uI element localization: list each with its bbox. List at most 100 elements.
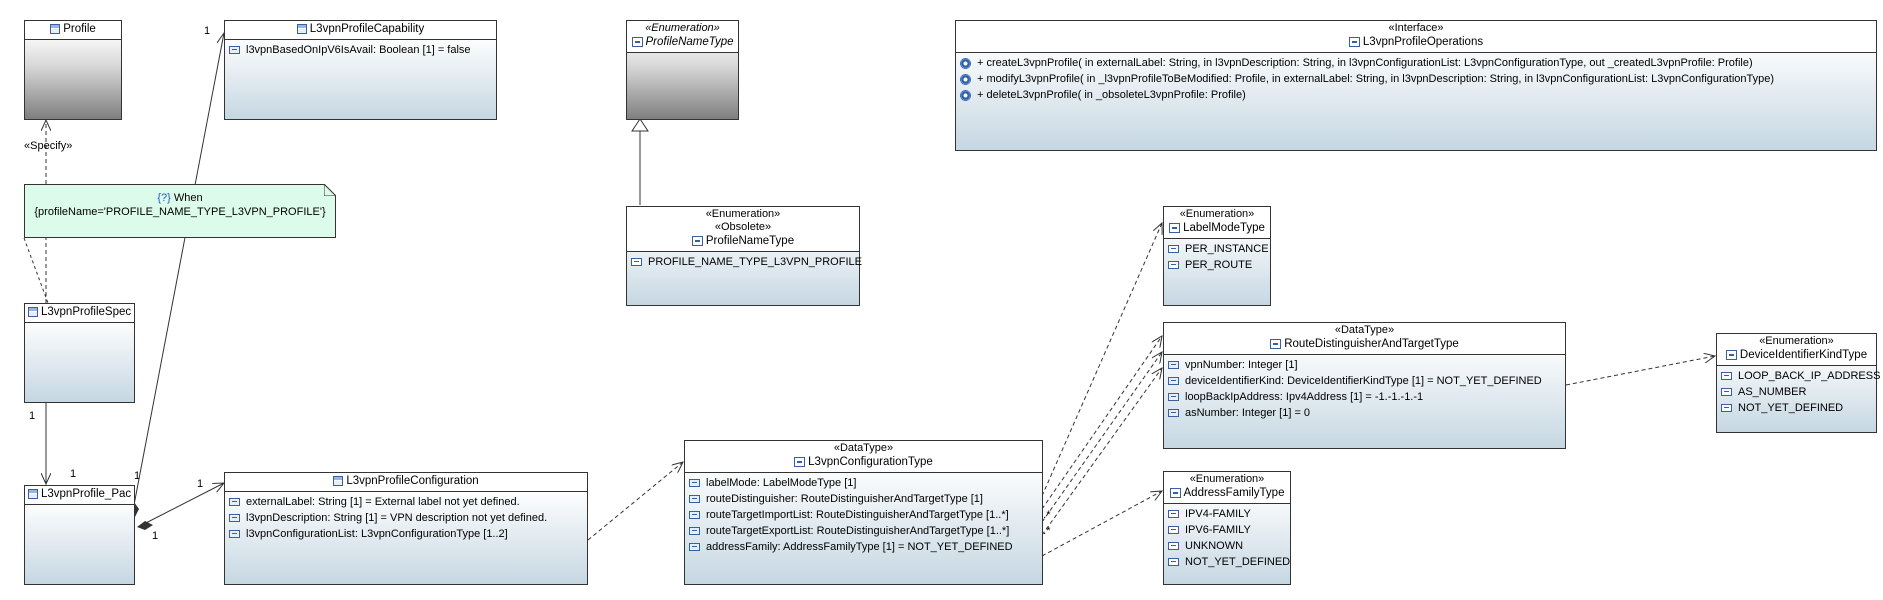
- stereotype: «Enumeration»: [1189, 473, 1265, 485]
- class-l3vpn-profile-configuration[interactable]: L3vpnProfileConfiguration externalLabel:…: [224, 472, 588, 585]
- multiplicity-pac-up: 1: [134, 470, 141, 482]
- attribute-compartment: externalLabel: String [1] = External lab…: [225, 492, 587, 544]
- operation-row[interactable]: + deleteL3vpnProfile( in _obsoleteL3vpnP…: [960, 87, 1872, 103]
- enumeration-icon: [691, 236, 703, 246]
- enum-label-mode-type[interactable]: «Enumeration» LabelModeType PER_INSTANCE…: [1163, 206, 1271, 306]
- attribute-icon: [689, 527, 700, 535]
- literal-compartment: PROFILE_NAME_TYPE_L3VPN_PROFILE: [627, 252, 862, 272]
- dep-configtype-rd-2: [1041, 352, 1162, 523]
- multiplicity-configuration: 1: [197, 478, 204, 490]
- class-header: «Enumeration» ProfileNameType: [627, 21, 738, 53]
- attribute-row[interactable]: loopBackIpAddress: Ipv4Address [1] = -1.…: [1168, 389, 1561, 405]
- literal-compartment: IPV4-FAMILY IPV6-FAMILY UNKNOWN NOT_YET_…: [1164, 504, 1290, 572]
- class-profile[interactable]: Profile: [24, 20, 122, 120]
- literal-row[interactable]: AS_NUMBER: [1721, 384, 1872, 400]
- enum-device-identifier-kind-type[interactable]: «Enumeration» DeviceIdentifierKindType L…: [1716, 333, 1880, 433]
- literal-icon: [631, 258, 642, 266]
- specify-label: «Specify»: [24, 140, 73, 152]
- attribute-compartment: vpnNumber: Integer [1] deviceIdentifierK…: [1164, 355, 1565, 423]
- class-name: Profile: [63, 23, 96, 35]
- constraint-note[interactable]: {?} When {profileName='PROFILE_NAME_TYPE…: [24, 184, 336, 238]
- attribute-icon: [229, 498, 240, 506]
- class-header: «DataType» RouteDistinguisherAndTargetTy…: [1164, 323, 1565, 355]
- attribute-row[interactable]: routeTargetExportList: RouteDistinguishe…: [689, 523, 1038, 539]
- datatype-l3vpn-configuration-type[interactable]: «DataType» L3vpnConfigurationType labelM…: [684, 440, 1043, 585]
- multiplicity-spec: 1: [29, 410, 36, 422]
- class-name: ProfileNameType: [705, 235, 795, 247]
- class-header: «Enumeration» DeviceIdentifierKindType: [1717, 334, 1876, 366]
- attribute-row[interactable]: l3vpnDescription: String [1] = VPN descr…: [229, 510, 583, 526]
- class-header: «Enumeration» «Obsolete» ProfileNameType: [627, 207, 859, 252]
- class-name: RouteDistinguisherAndTargetType: [1284, 338, 1459, 350]
- class-icon: [28, 489, 38, 499]
- stereotype: «Enumeration»: [1759, 335, 1834, 347]
- literal-row[interactable]: LOOP_BACK_IP_ADDRESS: [1721, 368, 1880, 384]
- enum-profile-name-type-obsolete[interactable]: «Enumeration» «Obsolete» ProfileNameType…: [626, 206, 862, 306]
- interface-icon: [1348, 37, 1360, 47]
- literal-row[interactable]: IPV6-FAMILY: [1168, 522, 1286, 538]
- literal-icon: [1721, 388, 1732, 396]
- attribute-row[interactable]: l3vpnBasedOnIpV6IsAvail: Boolean [1] = f…: [229, 42, 492, 58]
- attribute-row[interactable]: vpnNumber: Integer [1]: [1168, 357, 1561, 373]
- class-name: AddressFamilyType: [1183, 487, 1285, 499]
- class-header: L3vpnProfileSpec: [25, 304, 134, 323]
- class-header: «Enumeration» AddressFamilyType: [1164, 472, 1290, 504]
- dep-configtype-rd-3: [1041, 368, 1162, 536]
- class-name: L3vpnProfileCapability: [309, 23, 425, 35]
- dep-config-configtype: [587, 462, 683, 541]
- class-l3vpn-profile-capability[interactable]: L3vpnProfileCapability l3vpnBasedOnIpV6I…: [224, 20, 497, 120]
- class-name: L3vpnConfigurationType: [808, 456, 933, 468]
- class-name: L3vpnProfileSpec: [41, 306, 132, 318]
- attribute-compartment: labelMode: LabelModeType [1] routeDistin…: [685, 473, 1042, 557]
- literal-row[interactable]: PROFILE_NAME_TYPE_L3VPN_PROFILE: [631, 254, 862, 270]
- class-header: Profile: [25, 21, 121, 40]
- enum-profile-name-type-abstract[interactable]: «Enumeration» ProfileNameType: [626, 20, 739, 120]
- literal-row[interactable]: PER_INSTANCE: [1168, 241, 1269, 257]
- class-name: L3vpnProfileConfiguration: [346, 475, 479, 487]
- literal-row[interactable]: UNKNOWN: [1168, 538, 1286, 554]
- class-header: «Interface» L3vpnProfileOperations: [956, 21, 1876, 53]
- attribute-row[interactable]: addressFamily: AddressFamilyType [1] = N…: [689, 539, 1038, 555]
- enumeration-icon: [631, 37, 643, 47]
- stereotype-obsolete: «Obsolete»: [714, 221, 772, 233]
- literal-icon: [1168, 245, 1179, 253]
- literal-icon: [1168, 510, 1179, 518]
- class-header: L3vpnProfile_Pac: [25, 486, 134, 505]
- dep-rd-deviceid: [1565, 356, 1715, 386]
- enum-address-family-type[interactable]: «Enumeration» AddressFamilyType IPV4-FAM…: [1163, 471, 1291, 585]
- attribute-row[interactable]: routeDistinguisher: RouteDistinguisherAn…: [689, 491, 1038, 507]
- operation-icon: [960, 73, 971, 85]
- class-name: ProfileNameType: [645, 36, 734, 48]
- attribute-icon: [689, 511, 700, 519]
- attribute-icon: [1168, 361, 1179, 369]
- class-icon: [28, 307, 38, 317]
- literal-icon: [1168, 261, 1179, 269]
- literal-icon: [1168, 542, 1179, 550]
- attribute-row[interactable]: l3vpnConfigurationList: L3vpnConfigurati…: [229, 526, 583, 542]
- datatype-route-distinguisher-and-target-type[interactable]: «DataType» RouteDistinguisherAndTargetTy…: [1163, 322, 1566, 449]
- note-title: When: [173, 192, 203, 204]
- literal-row[interactable]: NOT_YET_DEFINED: [1721, 400, 1872, 416]
- attribute-icon: [689, 479, 700, 487]
- literal-compartment: LOOP_BACK_IP_ADDRESS AS_NUMBER NOT_YET_D…: [1717, 366, 1880, 418]
- class-header: «Enumeration» LabelModeType: [1164, 207, 1270, 239]
- attribute-row[interactable]: asNumber: Integer [1] = 0: [1168, 405, 1561, 421]
- attribute-row[interactable]: routeTargetImportList: RouteDistinguishe…: [689, 507, 1038, 523]
- operation-icon: [960, 89, 971, 101]
- attribute-row[interactable]: deviceIdentifierKind: DeviceIdentifierKi…: [1168, 373, 1561, 389]
- class-l3vpn-profile-pac[interactable]: L3vpnProfile_Pac: [24, 485, 135, 585]
- operation-row[interactable]: + createL3vpnProfile( in externalLabel: …: [960, 55, 1872, 71]
- dep-configtype-labelmode: [1041, 223, 1162, 497]
- dep-configtype-addressfamily: [1041, 491, 1162, 557]
- attribute-row[interactable]: externalLabel: String [1] = External lab…: [229, 494, 583, 510]
- interface-l3vpn-profile-operations[interactable]: «Interface» L3vpnProfileOperations + cre…: [955, 20, 1877, 151]
- class-name: LabelModeType: [1183, 222, 1265, 234]
- literal-row[interactable]: NOT_YET_DEFINED: [1168, 554, 1290, 570]
- attribute-row[interactable]: labelMode: LabelModeType [1]: [689, 475, 1038, 491]
- class-name: DeviceIdentifierKindType: [1739, 349, 1868, 361]
- literal-row[interactable]: PER_ROUTE: [1168, 257, 1266, 273]
- class-l3vpn-profile-spec[interactable]: L3vpnProfileSpec: [24, 303, 135, 403]
- operation-compartment: + createL3vpnProfile( in externalLabel: …: [956, 53, 1876, 105]
- operation-row[interactable]: + modifyL3vpnProfile( in _l3vpnProfileTo…: [960, 71, 1872, 87]
- literal-row[interactable]: IPV4-FAMILY: [1168, 506, 1286, 522]
